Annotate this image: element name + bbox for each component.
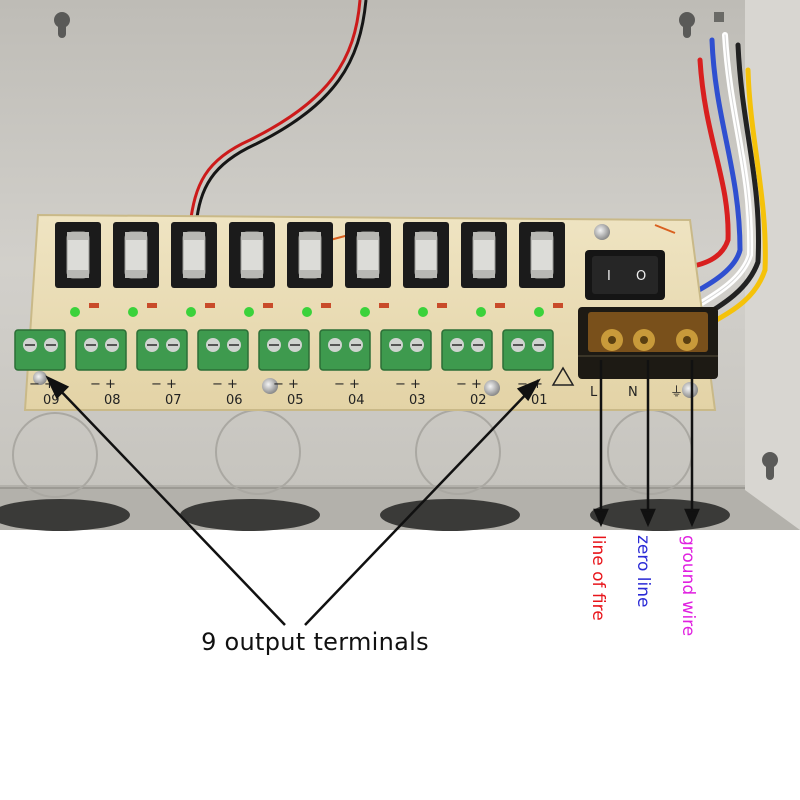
fuse-holder [229,222,275,288]
cable-hole [0,499,130,531]
fuse-holder [55,222,101,288]
polarity-mark: − + [334,377,360,392]
led-wires [188,0,368,226]
status-led [244,303,273,317]
fuse-holder [171,222,217,288]
output-terminal-block[interactable] [14,329,66,371]
fuse-holder [113,222,159,288]
ground-wire-label: ground wire [678,535,698,637]
output-terminal-block[interactable] [502,329,554,371]
output-terminal-block[interactable] [258,329,310,371]
cable-hole [590,499,730,531]
polarity-mark: − + [456,377,482,392]
keyhole-slot [54,12,70,38]
output-terminal-block[interactable] [319,329,371,371]
status-led [302,303,331,317]
annotation-arrows [45,360,700,626]
ac-label-ground: ⏚ [670,385,683,400]
status-led [534,303,563,317]
output-terminal-block[interactable] [136,329,188,371]
side-wall [745,0,800,530]
output-terminal-block[interactable] [75,329,127,371]
led-row [70,303,563,317]
switch-off-mark: O [636,269,646,284]
warning-icon [551,366,575,386]
status-led [128,303,157,317]
screw [262,378,278,394]
fuse-row [55,222,565,288]
status-led [186,303,215,317]
screw [682,382,698,398]
keyhole-slot [762,452,778,480]
screw [484,380,500,396]
channel-number-label: 07 [165,393,182,408]
status-led [476,303,505,317]
output-terminal-block[interactable] [441,329,493,371]
ac-label-n: N [628,385,638,400]
mounting-hole [714,12,724,22]
polarity-mark: − + [212,377,238,392]
screw [594,224,610,240]
channel-number-label: 03 [409,393,426,408]
zero-line-label: zero line [633,535,653,608]
output-terminal-row [14,329,554,371]
keyhole-slot [679,12,695,38]
fuse-holder [403,222,449,288]
polarity-mark: − + [90,377,116,392]
status-led [418,303,447,317]
polarity-mark: − + [273,377,299,392]
channel-number-label: 04 [348,393,365,408]
channel-number-label: 02 [470,393,487,408]
polarity-mark: − + [395,377,421,392]
channel-number-label: 06 [226,393,243,408]
ac-label-l: L [590,385,598,400]
input-wires [677,32,768,328]
power-switch[interactable]: I O [585,250,665,300]
status-led [360,303,389,317]
polarity-mark: − + [151,377,177,392]
line-of-fire-label: line of fire [588,535,608,621]
terminals-annotation-label: 9 output terminals [201,628,429,656]
cable-hole [380,499,520,531]
fuse-holder [287,222,333,288]
channel-number-label: 01 [531,393,548,408]
channel-number-label: 09 [43,393,60,408]
ac-input-terminal: L N ⏚ [551,307,718,400]
cable-hole [180,499,320,531]
switch-on-mark: I [607,269,611,284]
fuse-holder [519,222,565,288]
fuse-holder [461,222,507,288]
screw [33,371,47,385]
channel-label-row: − +09− +08− +07− +06− +05− +04− +03− +02… [29,377,548,408]
output-terminal-block[interactable] [380,329,432,371]
fuse-holder [345,222,391,288]
channel-number-label: 08 [104,393,121,408]
status-led [70,303,99,317]
output-terminal-block[interactable] [197,329,249,371]
channel-number-label: 05 [287,393,304,408]
